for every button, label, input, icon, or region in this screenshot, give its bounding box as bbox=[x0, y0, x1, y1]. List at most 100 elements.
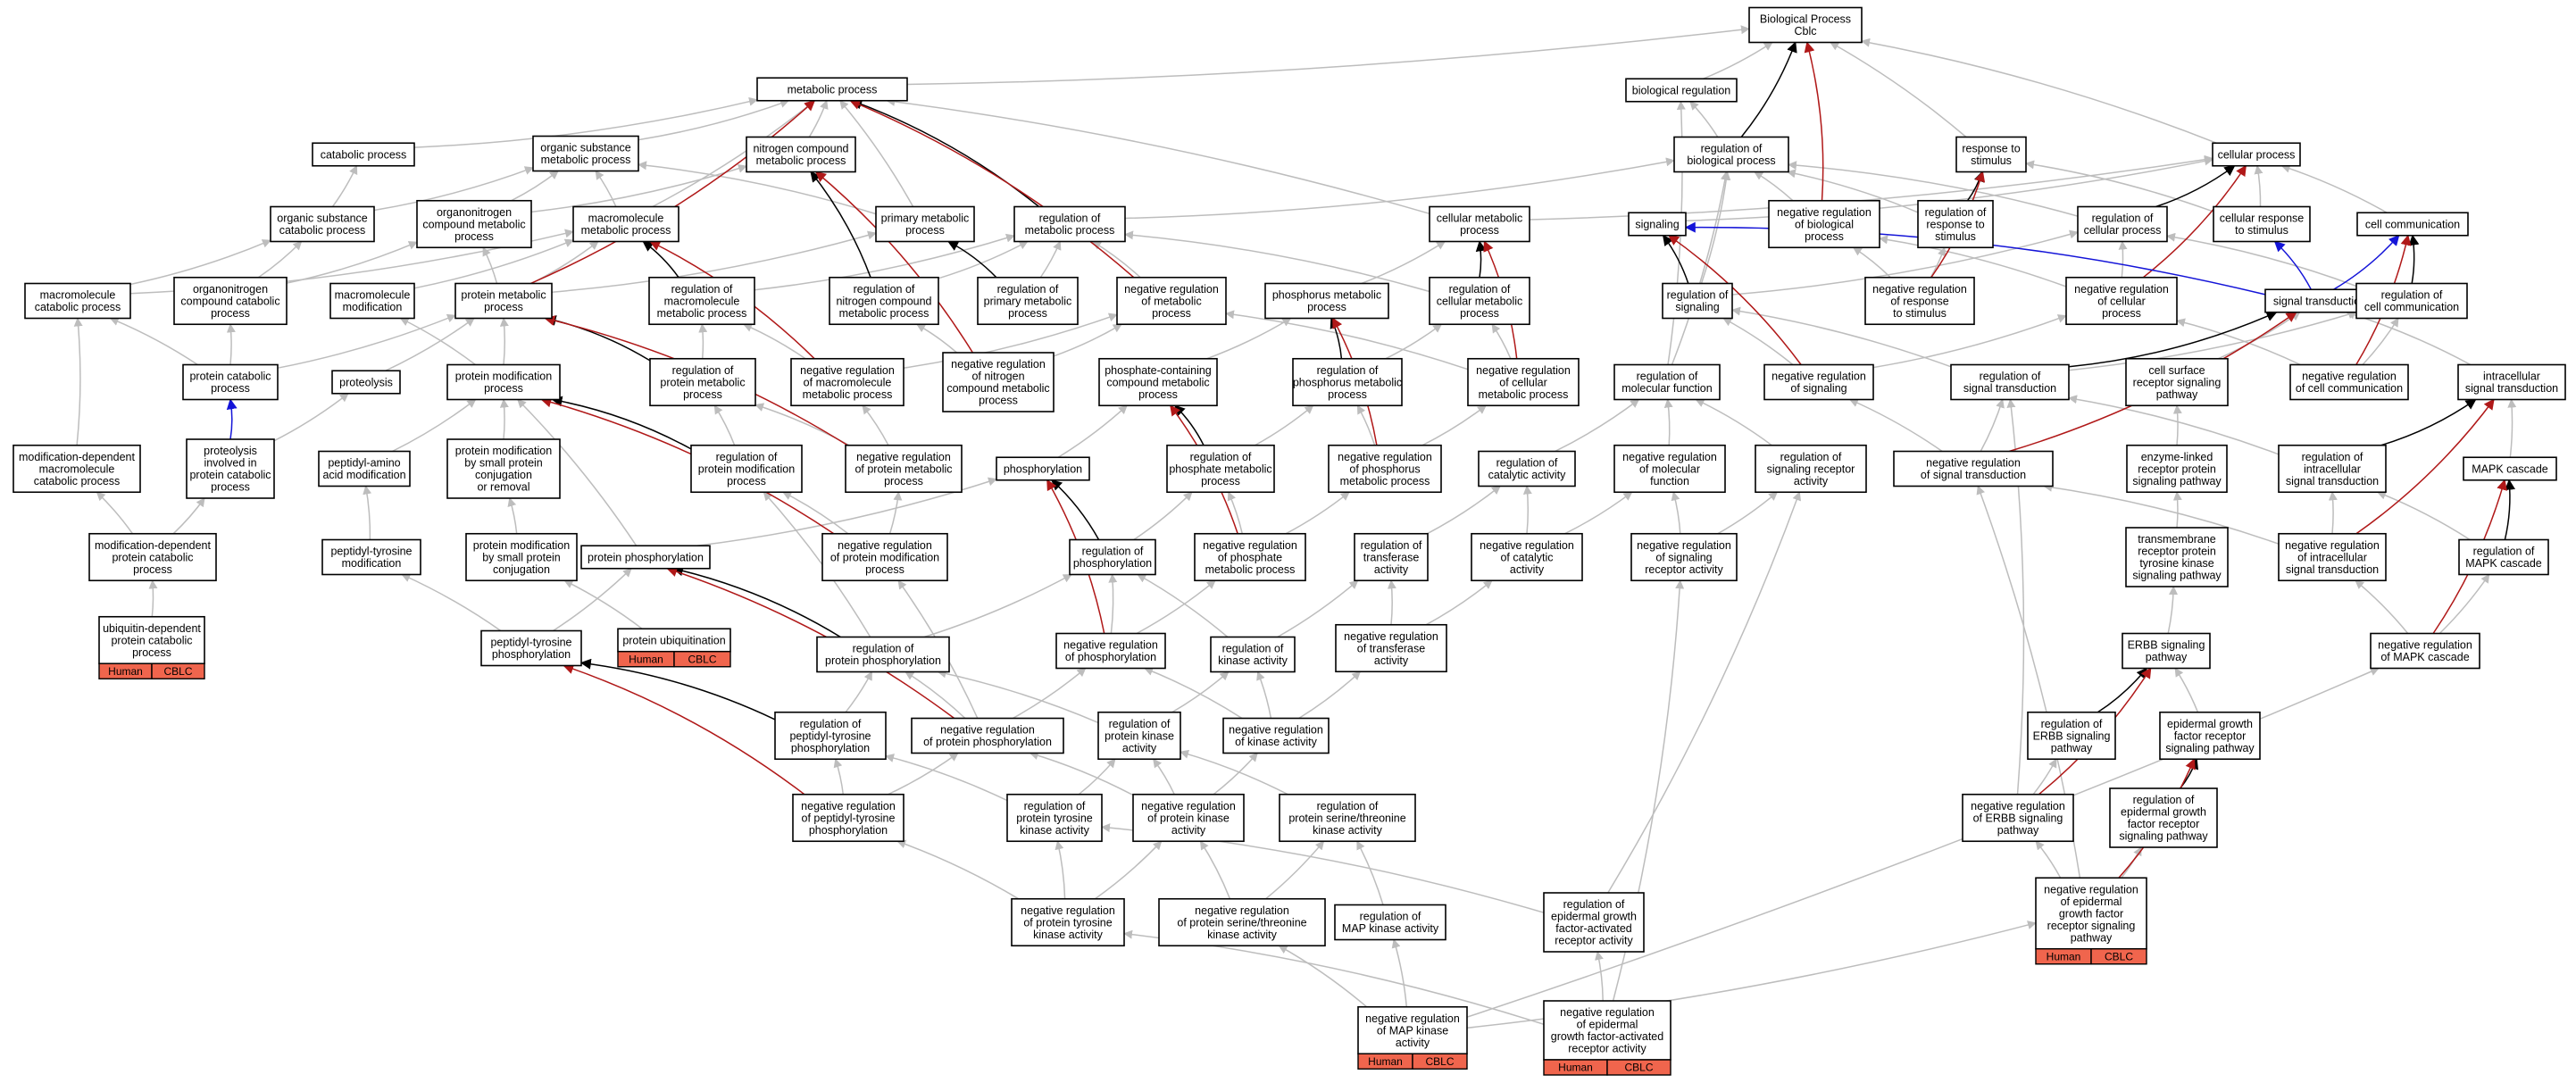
go-term-node-cellcomm[interactable]: cell communication bbox=[2356, 212, 2469, 237]
go-term-node-regpeptyr[interactable]: regulation ofpeptidyl-tyrosinephosphoryl… bbox=[774, 711, 887, 761]
go-term-node-bioreg[interactable]: biological regulation bbox=[1625, 78, 1738, 103]
go-term-node-mapk[interactable]: MAPK cascade bbox=[2463, 456, 2557, 481]
go-term-node-signaling[interactable]: signaling bbox=[1628, 212, 1687, 237]
go-term-node-phosphorylation[interactable]: phosphorylation bbox=[996, 456, 1090, 481]
go-term-node-catabolic[interactable]: catabolic process bbox=[312, 142, 415, 167]
go-term-node-protphos[interactable]: protein phosphorylation bbox=[580, 545, 711, 570]
go-term-node-proteolysis[interactable]: proteolysis bbox=[331, 370, 401, 395]
go-term-node-cellproc[interactable]: cellular process bbox=[2212, 142, 2301, 167]
go-term-node-metabolic[interactable]: metabolic process bbox=[756, 77, 908, 102]
